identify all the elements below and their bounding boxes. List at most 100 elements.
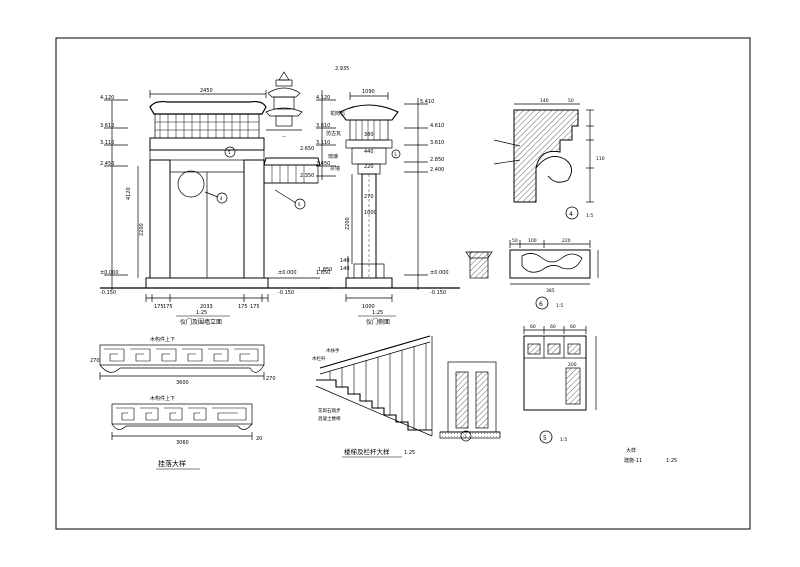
dim-height-2: 2200 <box>139 223 145 236</box>
railing-dim-2: 3060 <box>176 440 189 446</box>
side-elev-right-6: ±0.000 <box>430 270 449 276</box>
elev-right-2: 2.350 <box>300 173 314 179</box>
side-elev-right-3: 3.610 <box>430 140 444 146</box>
detail-4-dim-3: 110 <box>596 156 605 162</box>
stair-anno-1: 木扶手 <box>326 347 340 354</box>
side-anno-4: 灰墙 <box>330 165 340 172</box>
side-anno-3: 琉璃 <box>328 153 338 160</box>
side-elev-left-5: 1.850 <box>316 270 330 276</box>
elev-right-1: 2.650 <box>300 146 314 152</box>
elev-left-4: 2.450 <box>100 161 114 167</box>
detail-4-scale: 1:5 <box>586 213 593 219</box>
detail-6 <box>465 240 599 310</box>
side-dim-8: 140 <box>340 258 350 264</box>
side-dim-4: 220 <box>364 164 374 170</box>
detail-6-callout: 6 <box>539 301 543 308</box>
detail-5-callout: 5 <box>543 435 547 442</box>
detail-6-dim-3: 220 <box>562 238 571 244</box>
stair-detail <box>315 335 501 442</box>
sheet-number: 建施-11 <box>624 457 642 464</box>
detail-6-dim-2: 100 <box>528 238 537 244</box>
side-dim-9: 140 <box>340 266 350 272</box>
railing-dim-4: 270 <box>266 376 276 382</box>
side-elev-left-2: 3.610 <box>316 123 330 129</box>
detail-4-dim-1: 140 <box>540 98 549 104</box>
callout-bubble <box>224 146 236 158</box>
side-anno-2: 仿古瓦 <box>326 130 341 137</box>
elev-right-4: ±0.000 <box>278 270 297 276</box>
side-dim-10: 1000 <box>362 304 375 310</box>
side-callout: 3 <box>394 152 397 157</box>
side-elev-right-2: 4.610 <box>430 123 444 129</box>
detail-5-dim-3: 60 <box>570 324 576 330</box>
elev-right-5: -0.150 <box>278 290 294 296</box>
detail-4-dim-2: 50 <box>568 98 574 104</box>
side-dim-2: 380 <box>364 132 374 138</box>
side-dim-1: 1090 <box>362 89 375 95</box>
elev-left-3: 3.110 <box>100 140 114 146</box>
stair-callout: 1 <box>464 434 467 439</box>
elev-left-5: ±0.000 <box>100 270 119 276</box>
detail-6-scale: 1:5 <box>556 303 563 309</box>
side-elev-right-5: 2.400 <box>430 167 444 173</box>
railing-dim-3: 270 <box>90 358 100 364</box>
elev-left-2: 3.610 <box>100 123 114 129</box>
side-elev-left-4: 2.450 <box>316 161 330 167</box>
dim-bottom-2: 175 <box>163 304 173 310</box>
stair-detail-title: 楼梯及栏杆大样 <box>344 447 390 456</box>
side-elevation-title: 仪门侧面 <box>366 318 390 326</box>
stair-anno-4: 混凝土楼梯 <box>318 415 341 422</box>
railing-detail <box>99 344 265 440</box>
callout-bubble <box>294 198 306 210</box>
elev-left-6: -0.150 <box>100 290 116 296</box>
railing-dim-1: 3600 <box>176 380 189 386</box>
callout-5: 5 <box>228 150 231 155</box>
detail-4 <box>493 103 594 220</box>
side-top-label: 2.935 <box>335 66 349 72</box>
sheet-scale: 1:25 <box>666 458 677 464</box>
side-elev-left-3: 3.110 <box>316 140 330 146</box>
railing-detail-title: 挂落大样 <box>158 459 186 468</box>
dim-top: 2450 <box>200 88 213 94</box>
detail-4-callout: 4 <box>569 211 573 218</box>
detail-5 <box>523 326 597 444</box>
stair-anno-3: 花岗石踏步 <box>318 407 341 414</box>
detail-5-scale: 1:5 <box>560 437 567 443</box>
sheet-border <box>55 37 751 530</box>
front-elevation-scale: 1:25 <box>196 310 207 316</box>
dim-height-1: 4120 <box>126 187 132 200</box>
side-elev-right-4: 2.850 <box>430 157 444 163</box>
side-elev-right-1: 5.410 <box>420 99 434 105</box>
railing-anno-2: 木构件上下 <box>150 395 175 402</box>
side-anno-1: 花岗石 <box>330 110 345 117</box>
stair-detail-scale: 1:25 <box>404 450 415 456</box>
side-elevation-scale: 1:25 <box>372 310 383 316</box>
side-elev-left-1: 4.120 <box>316 95 330 101</box>
dim-bottom-4: 175 <box>238 304 248 310</box>
side-dim-6: 270 <box>364 194 374 200</box>
side-dim-3: 440 <box>364 149 374 155</box>
front-elevation-title: 仪门及围墙立面 <box>180 318 222 326</box>
dim-bottom-1: 175 <box>154 304 164 310</box>
side-dim-5: 1000 <box>364 210 377 216</box>
railing-dim-5: 20 <box>256 436 262 442</box>
callout-6: 6 <box>298 202 301 207</box>
elev-left-1: 4.120 <box>100 95 114 101</box>
front-elevation <box>100 90 330 302</box>
detail-5-dim-2: 60 <box>550 324 556 330</box>
side-dim-7: 2200 <box>345 217 351 230</box>
stair-anno-2: 木栏杆 <box>312 355 326 362</box>
detail-6-dim-4: 385 <box>546 288 555 294</box>
detail-5-dim-4: 200 <box>568 362 577 368</box>
dim-bottom-5: 175 <box>250 304 260 310</box>
callout-bubble <box>216 192 228 204</box>
side-elevation: — <box>265 71 460 302</box>
railing-anno-1: 木构件上下 <box>150 336 175 343</box>
elev-right-3: 1.850 <box>318 267 332 273</box>
detail-6-dim-1: 50 <box>512 238 518 244</box>
side-elev-right-7: -0.150 <box>430 290 446 296</box>
svg-text:—: — <box>282 134 286 139</box>
callout-4: 4 <box>220 196 223 201</box>
dim-bottom-3: 2033 <box>200 304 213 310</box>
